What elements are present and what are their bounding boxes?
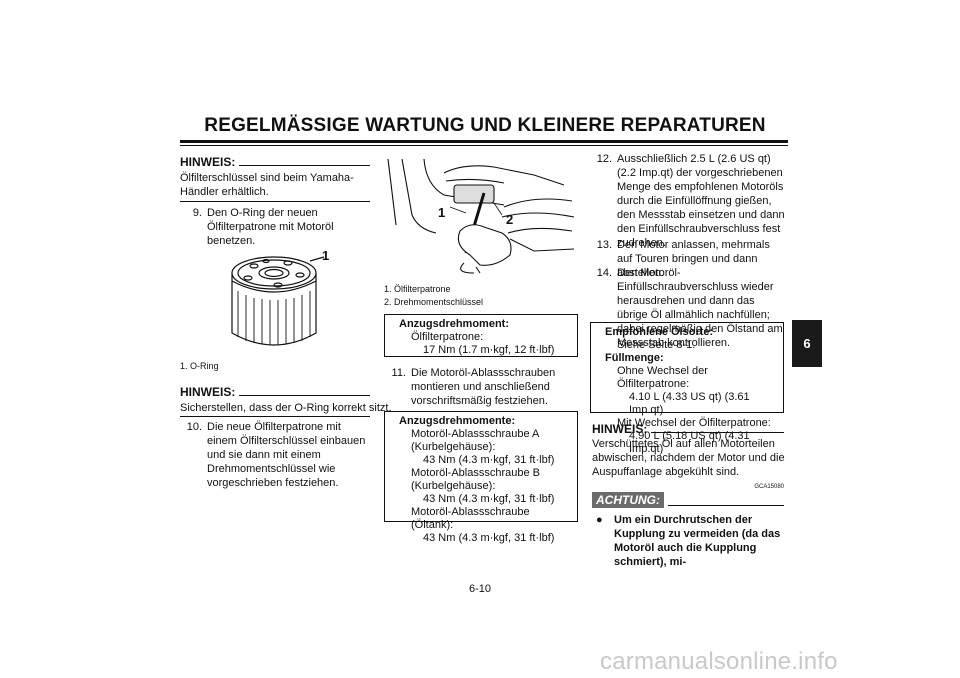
step-number: 12. xyxy=(596,153,612,165)
figure-callout-1: 1 xyxy=(322,248,330,263)
spec-line: 43 Nm (4.3 m·kgf, 31 ft·lbf) xyxy=(423,532,555,544)
figure-callout-1: 1 xyxy=(438,205,446,220)
oil-filter-illustration xyxy=(231,256,325,346)
step-9: 9. Den O-Ring der neuen Ölfilterpatrone … xyxy=(180,206,372,248)
hinweis-heading: HINWEIS: xyxy=(180,385,370,399)
step-text: Die Motoröl-Ablassschrauben montieren un… xyxy=(411,367,556,407)
step-number: 11. xyxy=(391,367,406,379)
caution-code: GCA15080 xyxy=(754,484,784,490)
spec-heading: Anzugsdrehmomente: xyxy=(399,415,516,427)
hinweis-end-rule xyxy=(180,416,370,417)
spec-line: Ölfilterpatrone: xyxy=(411,331,484,343)
hinweis-text: Verschüttetes Öl auf allen Motorteilen a… xyxy=(592,438,785,478)
step-text: Ausschließlich 2.5 L (2.6 US qt) (2.2 Im… xyxy=(617,153,785,249)
torque-spec-box: Anzugsdrehmoment: Ölfilterpatrone: 17 Nm… xyxy=(384,314,578,357)
step-number: 14. xyxy=(596,267,612,279)
step-text: Den O-Ring der neuen Ölfilterpatrone mit… xyxy=(207,207,334,247)
spec-line: 43 Nm (4.3 m·kgf, 31 ft·lbf) xyxy=(423,454,555,466)
hinweis-heading: HINWEIS: xyxy=(180,155,370,169)
hinweis-label: HINWEIS: xyxy=(180,155,236,169)
step-text: Die neue Ölfilterpatrone mit einem Ölfil… xyxy=(207,421,366,489)
spec-line: 17 Nm (1.7 m·kgf, 12 ft·lbf) xyxy=(423,344,555,356)
hinweis-text: Sicherstellen, dass der O-Ring korrekt s… xyxy=(180,402,392,414)
title-rule-thin xyxy=(180,145,788,146)
step-11: 11. Die Motoröl-Ablassschrauben montiere… xyxy=(384,366,580,408)
step-14: 14. Den Motoröl-Einfüllschraubverschluss… xyxy=(590,266,786,350)
figure-caption: 1. O-Ring xyxy=(180,361,219,371)
title-rule xyxy=(180,140,788,143)
bullet-icon: ● xyxy=(596,514,603,526)
hinweis-label: HINWEIS: xyxy=(180,385,236,399)
step-number: 9. xyxy=(192,207,202,219)
hinweis-label: HINWEIS: xyxy=(592,422,648,436)
spec-line: Motoröl-Ablassschraube (Öltank): xyxy=(411,506,530,531)
spec-line: Motoröl-Ablassschraube B (Kurbelgehäuse)… xyxy=(411,467,541,492)
hinweis-heading: HINWEIS: xyxy=(592,422,784,436)
caution-label: ACHTUNG: xyxy=(592,492,664,508)
page-title: REGELMÄSSIGE WARTUNG UND KLEINERE REPARA… xyxy=(204,115,766,136)
page-number: 6-10 xyxy=(468,583,492,595)
figure-caption-2: 2. Drehmomentschlüssel xyxy=(384,297,484,307)
spec-line: 4.10 L (4.33 US qt) (3.61 Imp.qt) xyxy=(629,391,750,416)
spec-heading: Empfohlene Ölsorte: xyxy=(605,326,714,338)
spec-line: 4.90 L (5.18 US qt) (4.31 Imp.qt) xyxy=(629,430,750,455)
torque-specs-box: Anzugsdrehmomente: Motoröl-Ablassschraub… xyxy=(384,411,578,544)
chapter-tab: 6 xyxy=(792,320,822,367)
figure-caption-1: 1. Ölfilterpatrone xyxy=(384,284,451,294)
bullet-text: Um ein Durchrutschen der Kupplung zu ver… xyxy=(614,514,781,568)
spec-line: Ohne Wechsel der Ölfilterpatrone: xyxy=(617,365,708,390)
step-10: 10. Die neue Ölfilterpatrone mit einem Ö… xyxy=(180,420,372,490)
filter-wrench-illustration xyxy=(387,158,575,274)
spec-heading: Anzugsdrehmoment: xyxy=(399,318,509,330)
hinweis-text: Ölfilterschlüssel sind beim Yamaha-Händl… xyxy=(180,172,354,198)
figure-callout-2: 2 xyxy=(506,212,514,227)
spec-line: Siehe Seite 8-1. xyxy=(617,339,696,351)
step-text: Den Motor anlassen, mehrmals auf Touren … xyxy=(617,239,770,279)
step-number: 13. xyxy=(596,239,612,251)
step-13: 13. Den Motor anlassen, mehrmals auf Tou… xyxy=(590,238,786,280)
spec-line: Mit Wechsel der Ölfilterpatrone: xyxy=(617,417,771,429)
spec-line: Motoröl-Ablassschraube A (Kurbelgehäuse)… xyxy=(411,428,539,453)
oil-spec-box: Empfohlene Ölsorte: Siehe Seite 8-1. Fül… xyxy=(590,322,784,455)
watermark: carmanualsonline.info xyxy=(600,648,838,675)
caution-bullet: ● Um ein Durchrutschen der Kupplung zu v… xyxy=(592,513,784,569)
caution-heading: ACHTUNG: xyxy=(592,492,784,508)
step-text: Den Motoröl-Einfüllschraubverschluss wie… xyxy=(617,267,783,349)
step-number: 10. xyxy=(186,421,202,433)
hinweis-end-rule xyxy=(180,201,370,202)
spec-line: 43 Nm (4.3 m·kgf, 31 ft·lbf) xyxy=(423,493,555,505)
spec-heading: Füllmenge: xyxy=(605,352,664,364)
step-12: 12. Ausschließlich 2.5 L (2.6 US qt) (2.… xyxy=(590,152,786,250)
